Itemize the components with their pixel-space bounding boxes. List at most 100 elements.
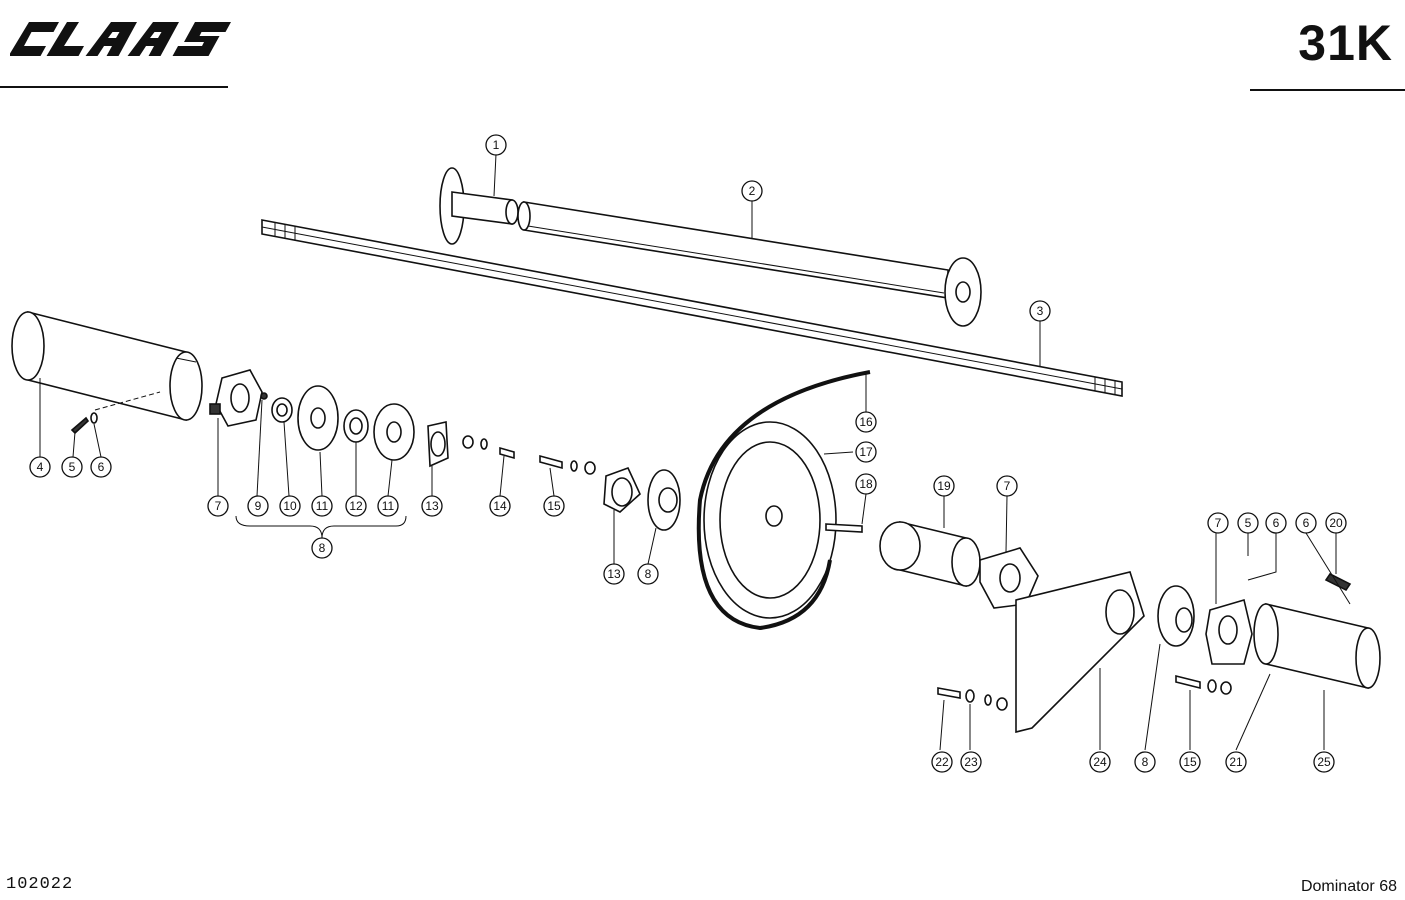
svg-text:8: 8 xyxy=(319,541,326,555)
callout-23: 23 xyxy=(960,751,982,773)
part-13-cover xyxy=(427,421,449,468)
part-2-tube xyxy=(517,201,982,327)
callout-22: 22 xyxy=(931,751,953,773)
svg-text:9: 9 xyxy=(255,499,262,513)
part-14-bolt xyxy=(499,446,515,460)
svg-text:4: 4 xyxy=(37,460,44,474)
svg-text:3: 3 xyxy=(1037,304,1044,318)
part-19-sleeve xyxy=(879,520,981,588)
part-6-washer xyxy=(90,412,98,424)
claas-logo xyxy=(10,22,232,56)
callout-5b: 5 xyxy=(1237,512,1259,534)
callout-7: 7 xyxy=(207,495,229,517)
svg-text:22: 22 xyxy=(935,755,949,769)
svg-text:12: 12 xyxy=(349,499,363,513)
part-16-v-belt xyxy=(696,370,871,631)
callout-5: 5 xyxy=(61,456,83,478)
svg-text:6: 6 xyxy=(1303,516,1310,530)
svg-text:2: 2 xyxy=(749,184,756,198)
part-25-cover xyxy=(1253,602,1381,690)
part-24-bracket xyxy=(1015,571,1145,734)
part-7-flange-housing xyxy=(209,369,263,427)
part-8-bearing-unit xyxy=(647,469,681,531)
callout-10: 10 xyxy=(279,495,301,517)
svg-text:7: 7 xyxy=(1004,479,1011,493)
svg-text:10: 10 xyxy=(283,499,297,513)
svg-text:15: 15 xyxy=(1183,755,1197,769)
part-13b-cover xyxy=(603,466,641,513)
part-11-flange-plate xyxy=(297,385,339,451)
leader-lines xyxy=(39,153,1351,751)
part-15-bolt xyxy=(539,454,596,475)
part-23-washer xyxy=(965,689,1008,711)
svg-text:23: 23 xyxy=(964,755,978,769)
svg-text:15: 15 xyxy=(547,499,561,513)
svg-text:11: 11 xyxy=(316,499,329,513)
callout-6c: 6 xyxy=(1295,512,1317,534)
callout-20: 20 xyxy=(1325,512,1347,534)
svg-text:19: 19 xyxy=(937,479,951,493)
callout-8: 8 xyxy=(311,537,333,559)
callout-9: 9 xyxy=(247,495,269,517)
callout-13: 13 xyxy=(421,495,443,517)
part-1-tube-end xyxy=(439,167,519,245)
callout-8b: 8 xyxy=(637,563,659,585)
callout-2: 2 xyxy=(741,180,763,202)
part-12-bearing xyxy=(343,409,369,443)
part-3-shaft xyxy=(261,219,1123,397)
svg-text:8: 8 xyxy=(1142,755,1149,769)
callout-24: 24 xyxy=(1089,751,1111,773)
header-rule-right xyxy=(1250,89,1405,91)
part-20-wing-screw xyxy=(1324,572,1352,592)
svg-text:5: 5 xyxy=(1245,516,1252,530)
callout-15b: 15 xyxy=(1179,751,1201,773)
svg-text:7: 7 xyxy=(215,499,222,513)
svg-text:16: 16 xyxy=(859,415,873,429)
callout-6: 6 xyxy=(90,456,112,478)
callout-15: 15 xyxy=(543,495,565,517)
svg-text:21: 21 xyxy=(1229,755,1243,769)
svg-text:7: 7 xyxy=(1215,516,1222,530)
part-10-bearing-insert xyxy=(271,397,293,423)
part-11b-flange-plate xyxy=(373,403,415,461)
callout-12: 12 xyxy=(345,495,367,517)
callout-16: 16 xyxy=(855,411,877,433)
callout-8c: 8 xyxy=(1134,751,1156,773)
page-code: 31K xyxy=(1298,15,1393,71)
callout-7c: 7 xyxy=(1207,512,1229,534)
part-4-cover-tube xyxy=(11,310,203,422)
part-8b-bearing-unit xyxy=(1157,585,1195,647)
svg-text:14: 14 xyxy=(493,499,507,513)
svg-text:5: 5 xyxy=(69,460,76,474)
svg-text:25: 25 xyxy=(1317,755,1331,769)
callout-21: 21 xyxy=(1225,751,1247,773)
part-17-pulley xyxy=(703,421,837,619)
part-22-bolt xyxy=(937,687,961,699)
callout-11b: 11 xyxy=(377,495,399,517)
document-number: 102022 xyxy=(6,875,74,894)
svg-text:20: 20 xyxy=(1329,516,1343,530)
part-5-screw xyxy=(70,416,90,435)
svg-text:17: 17 xyxy=(859,445,873,459)
callout-17: 17 xyxy=(855,441,877,463)
callout-4: 4 xyxy=(29,456,51,478)
model-name: Dominator 68 xyxy=(1300,878,1397,895)
part-15b-bolt xyxy=(1175,674,1232,695)
callout-11: 11 xyxy=(311,495,333,517)
svg-text:18: 18 xyxy=(859,477,873,491)
header-rule-left xyxy=(0,86,228,88)
svg-text:11: 11 xyxy=(382,499,395,513)
callout-14: 14 xyxy=(489,495,511,517)
callout-7b: 7 xyxy=(996,475,1018,497)
svg-text:8: 8 xyxy=(645,567,652,581)
svg-text:1: 1 xyxy=(493,138,500,152)
svg-text:6: 6 xyxy=(98,460,105,474)
small-nut-washer xyxy=(462,435,488,450)
svg-text:13: 13 xyxy=(425,499,439,513)
callout-25: 25 xyxy=(1313,751,1335,773)
part-7c-flange-housing xyxy=(1205,598,1253,665)
callout-19: 19 xyxy=(933,475,955,497)
svg-text:13: 13 xyxy=(607,567,621,581)
